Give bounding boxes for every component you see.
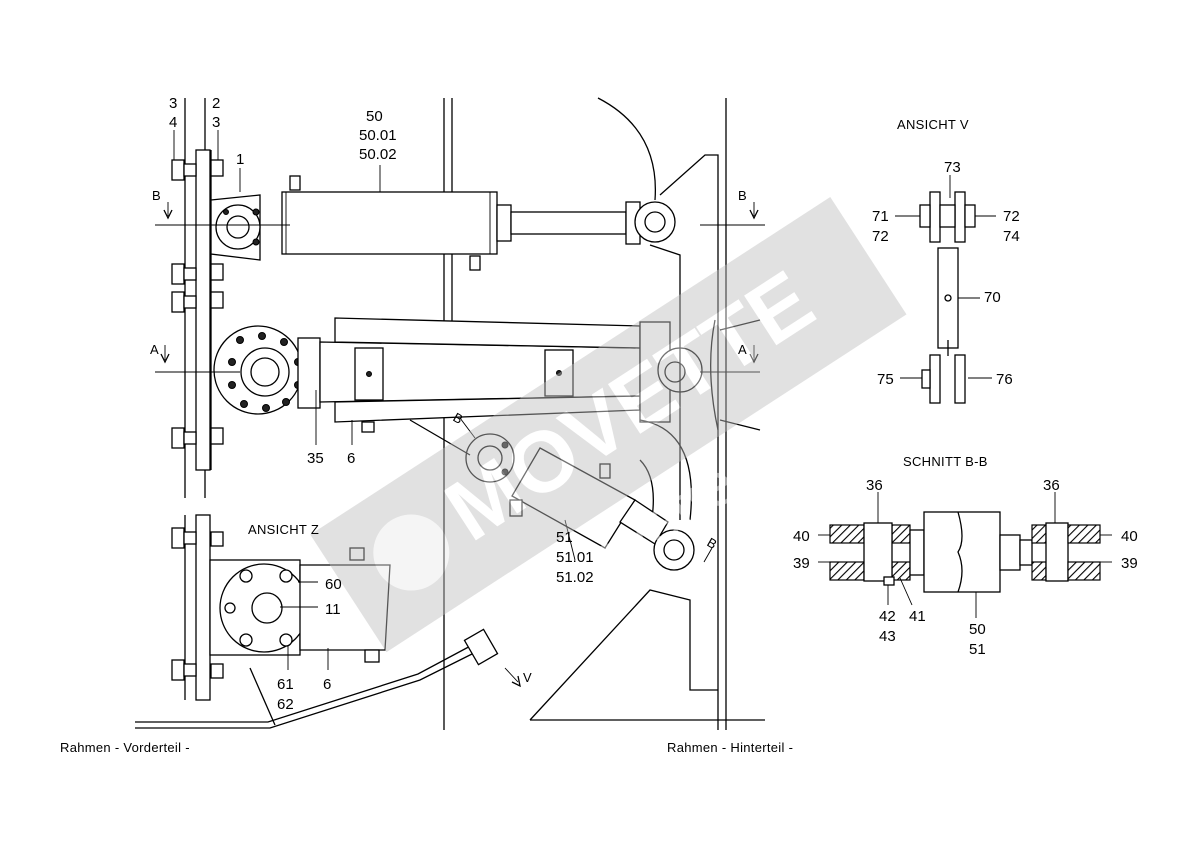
cylinder-50	[210, 175, 676, 271]
front-frame	[171, 98, 453, 730]
section-cut-lines	[155, 202, 765, 688]
view-z	[135, 514, 499, 729]
caption-front-frame: Rahmen - Vorderteil -	[60, 740, 190, 755]
label-36a: 36	[866, 477, 883, 494]
marker-v: V	[523, 670, 532, 685]
label-11: 11	[325, 601, 341, 618]
label-36b: 36	[1043, 477, 1060, 494]
arm-35	[213, 317, 703, 433]
leader-lines	[173, 130, 1112, 670]
label-39b: 39	[1121, 555, 1138, 572]
label-1: 1	[236, 151, 244, 168]
label-75: 75	[877, 371, 894, 388]
label-50-01: 50.01	[359, 127, 397, 144]
label-43: 43	[879, 628, 896, 645]
label-41: 41	[909, 608, 926, 625]
label-40a: 40	[793, 528, 810, 545]
label-42: 42	[879, 608, 896, 625]
view-v	[919, 191, 976, 404]
label-61: 61	[277, 676, 294, 693]
label-73: 73	[944, 159, 961, 176]
marker-b-right: B	[738, 188, 747, 203]
label-40b: 40	[1121, 528, 1138, 545]
label-70: 70	[984, 289, 1001, 306]
label-6: 6	[347, 450, 355, 467]
section-bb	[829, 511, 1101, 593]
label-51-02: 51.02	[556, 569, 594, 586]
caption-rear-frame: Rahmen - Hinterteil -	[667, 740, 793, 755]
label-39a: 39	[793, 555, 810, 572]
label-51: 51	[556, 529, 573, 546]
marker-b-left: B	[152, 188, 161, 203]
label-50-02: 50.02	[359, 146, 397, 163]
label-51-bb: 51	[969, 641, 986, 658]
label-4: 4	[169, 114, 177, 131]
title-view-v: ANSICHT V	[897, 117, 969, 132]
bolt-column-left	[171, 159, 224, 449]
label-3: 3	[169, 95, 177, 112]
label-71: 71	[872, 208, 889, 225]
label-50-bb: 50	[969, 621, 986, 638]
label-6-z: 6	[323, 676, 331, 693]
marker-a-left: A	[150, 342, 159, 357]
label-35: 35	[307, 450, 324, 467]
cylinder-51	[409, 419, 695, 571]
label-3b: 3	[212, 114, 220, 131]
label-72b: 72	[1003, 208, 1020, 225]
title-view-z: ANSICHT Z	[248, 522, 319, 537]
rear-frame	[529, 97, 765, 730]
label-2: 2	[212, 95, 220, 112]
label-51-01: 51.01	[556, 549, 594, 566]
label-50: 50	[366, 108, 383, 125]
label-60: 60	[325, 576, 342, 593]
marker-b-diag2: B	[705, 535, 720, 552]
label-76: 76	[996, 371, 1013, 388]
label-72a: 72	[872, 228, 889, 245]
title-section-bb: SCHNITT B-B	[903, 454, 988, 469]
label-74: 74	[1003, 228, 1020, 245]
labels: 3 4 2 3 1 50 50.01 50.02 35 6 51 51.01 5…	[60, 95, 1138, 755]
marker-a-right: A	[738, 342, 747, 357]
watermark: MOVETTE movette.ru	[310, 197, 907, 653]
label-62: 62	[277, 696, 294, 713]
